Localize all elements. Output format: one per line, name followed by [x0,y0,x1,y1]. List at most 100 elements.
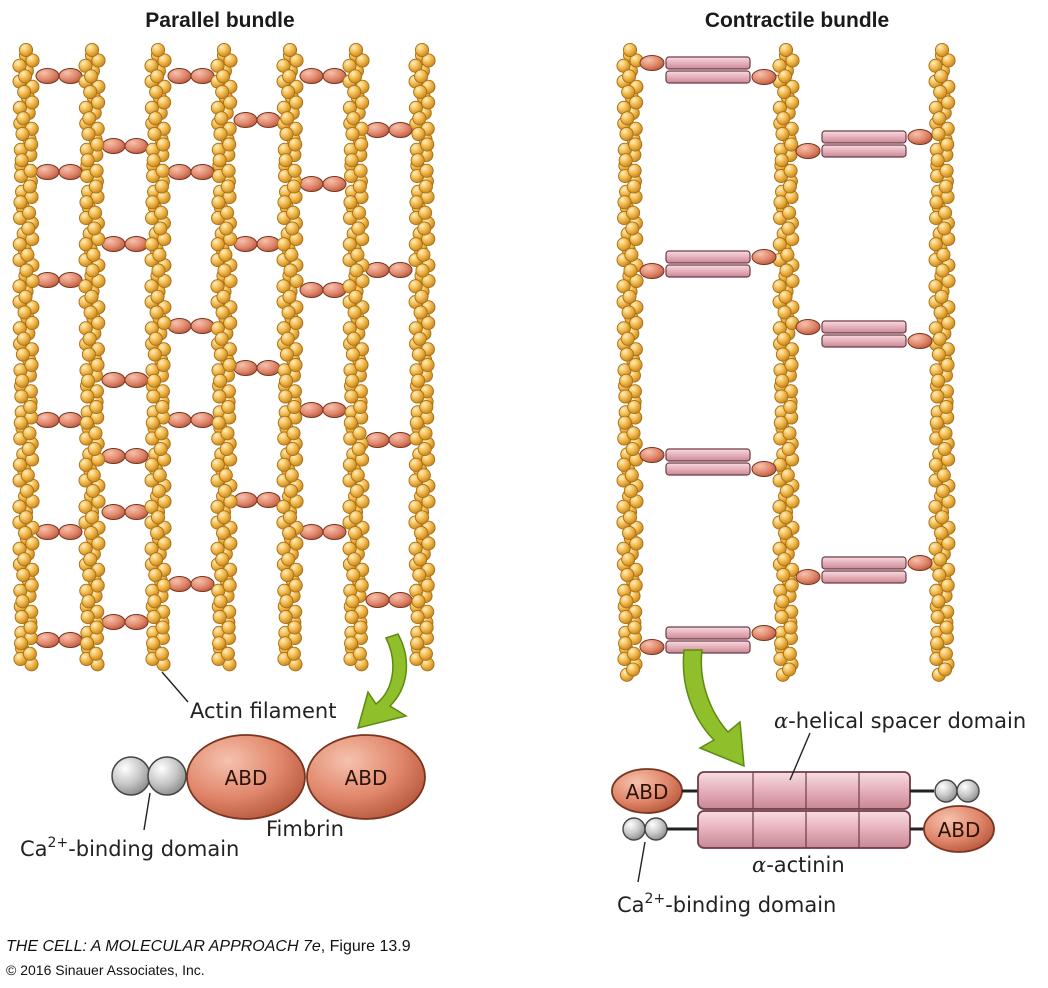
actin-monomer [144,499,159,514]
actin-monomer [930,153,945,168]
actin-monomer [154,179,169,194]
actin-monomer [213,347,228,362]
actin-monomer [150,69,165,84]
actin-monomer [616,499,631,514]
actin-monomer [783,163,798,178]
actin-monomer [935,483,950,499]
actin-monomer [939,163,954,178]
actin-monomer [930,389,945,404]
actin-monomer [83,305,98,320]
actin-monomer [212,153,227,168]
actin-monomer [930,609,945,625]
book-title: THE CELL: A MOLECULAR APPROACH 7e [6,938,321,955]
actin-monomer [279,594,294,609]
calcium-binding-bead [111,756,151,796]
actinin-abd [907,555,933,571]
actin-monomer [348,42,364,58]
actin-monomer [276,457,291,472]
actin-monomer [288,137,303,152]
spacer-rod [821,556,907,570]
fimbrin-crosslink [365,432,413,448]
actin-monomer [211,415,226,430]
fimbrin-crosslink [365,592,413,608]
actin-monomer [212,389,227,404]
actin-monomer [88,179,103,194]
actin-monomer [342,457,357,472]
actin-monomer [218,247,233,262]
actin-monomer [282,289,297,304]
actin-monomer [286,646,301,661]
actin-monomer [284,468,299,483]
actin-monomer [221,163,236,178]
fimbrin-crosslinks [35,68,413,648]
actin-monomer [415,263,430,278]
actin-monomer [351,441,366,457]
actin-monomer [626,205,641,220]
fimbrin-abd [101,138,126,154]
actin-monomer [222,357,237,373]
actin-monomer [210,237,225,252]
actin-monomer [89,163,104,178]
spacer-rod [665,640,751,654]
actin-monomer [276,237,291,252]
fimbrin-crosslink [35,68,83,84]
actin-monomer [87,441,102,457]
actin-monomer [620,331,635,346]
actin-monomer [418,646,433,661]
actin-monomer [216,42,232,58]
alpha-actinin-crosslink [639,625,777,655]
actin-monomer [80,636,95,651]
actin-monomer [938,646,953,661]
actin-monomer [219,221,234,236]
actin-monomer [145,415,160,430]
actin-monomer [353,399,368,415]
actin-monomer [355,273,370,289]
actin-monomer [216,525,231,541]
fimbrin-abd [124,448,149,464]
actin-monomer [344,609,359,625]
actin-monomer [352,646,367,661]
spacer-rod-top [697,771,911,810]
fimbrin-abd [190,412,215,428]
fimbrin-abd [322,282,347,298]
actin-monomer [354,357,369,373]
actin-monomer [618,389,633,404]
actin-monomer [88,646,103,661]
actin-monomer [781,441,796,457]
actin-monomer [928,237,943,252]
actin-monomer [342,237,357,252]
actin-monomer [146,609,161,625]
actin-monomer [280,331,295,346]
fimbrin-abd [388,122,413,138]
fimbrin-abd [322,68,347,84]
actin-monomer [347,552,362,567]
actin-monomer [15,126,30,142]
actin-monomer [280,111,295,126]
actin-monomer [350,468,365,483]
ca-binding-domain-label-right: Ca2+-binding domain [617,891,836,917]
actin-monomer [782,662,797,677]
fimbrin-abd [58,68,83,84]
actin-monomer [281,305,296,320]
actin-monomer [410,153,425,168]
actin-monomer [626,646,641,661]
actin-monomer [78,279,93,294]
actin-monomer [618,153,633,168]
actin-monomer [940,137,955,152]
actin-monomer [88,426,103,441]
spacer-rod [821,130,907,144]
actin-monomer [626,179,641,194]
actin-monomer [221,620,236,635]
actin-monomer [24,578,39,593]
actin-monomer [419,620,434,635]
fimbrin-abd [322,524,347,540]
fimbrin-crosslink [35,164,83,180]
fimbrin-crosslink [299,524,347,540]
fimbrin-abd [256,360,281,376]
actin-monomer [940,357,955,373]
actin-monomer [774,389,789,404]
fimbrin-abd [256,236,281,252]
actin-monomer [144,279,159,294]
spacer-rod [821,334,907,348]
actin-monomer [621,552,636,567]
